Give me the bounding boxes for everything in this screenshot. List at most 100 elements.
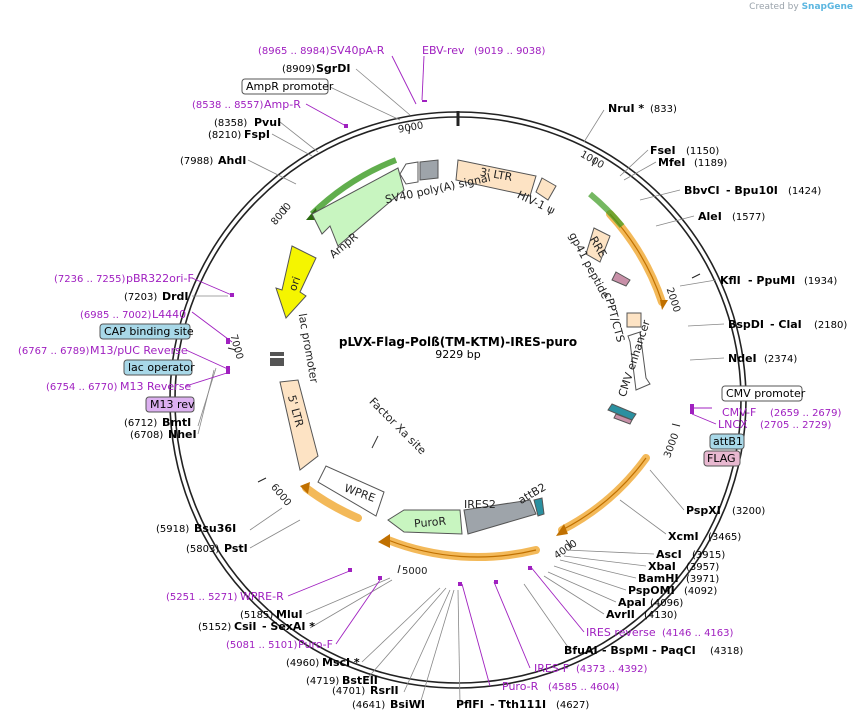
site-rsrii-name: RsrII (370, 684, 399, 697)
site-clai-name: - ClaI (770, 318, 802, 331)
primer-pbr322-range: (7236 .. 7255) (54, 274, 126, 285)
site-xcmi-name: XcmI (668, 530, 699, 543)
tick-6000: 6000 (268, 482, 293, 509)
site-kfli-pos: (1934) (804, 276, 837, 287)
site-mfei-pos: (1189) (694, 158, 727, 169)
label-ires2: IRES2 (464, 498, 496, 511)
feature-arcs (300, 157, 668, 561)
feature-ebv-block (419, 159, 439, 181)
site-ndei-name: NdeI (728, 352, 757, 365)
site-drdi-name: DrdI (162, 290, 189, 303)
primer-amp-r-range: (8538 .. 8557) (192, 100, 264, 111)
site-mlui-pos: (5185) (240, 610, 273, 621)
site-nhei-name: NheI (168, 428, 197, 441)
site-xbai-pos: (3957) (686, 562, 719, 573)
site-apai-name: ApaI (618, 596, 646, 609)
site-bspdi-name: BspDI (728, 318, 764, 331)
plasmid-title: pLVX-Flag-Polß(TM-KTM)-IRES-puro (339, 335, 577, 349)
box-cap-binding (99, 323, 191, 340)
label-m13-rev: M13 rev (150, 398, 195, 411)
site-pvui-name: PvuI (254, 116, 281, 129)
arc-green-ampr (309, 157, 398, 217)
site-bsu36i-name: Bsu36I (194, 522, 236, 535)
arc-green-upper-right (588, 191, 625, 228)
primer-m13rev-range: (6754 .. 6770) (46, 382, 118, 393)
site-apai-pos: (4096) (650, 598, 683, 609)
tick-8000: 8000 (269, 201, 294, 228)
snapgene-credit: Created by SnapGene (749, 2, 853, 12)
arc-orf-right-line (561, 457, 647, 531)
plasmid-size: 9229 bp (435, 348, 480, 361)
site-bsteii-pos: (4719) (306, 676, 339, 687)
label-3ltr: 3' LTR (479, 165, 514, 184)
feature-lac-block (270, 352, 284, 366)
site-kfli-name: KflI (720, 274, 741, 287)
primer-puro-r-range: (4585 .. 4604) (548, 682, 620, 693)
right-labels: NruI * (833) FseI (1150) MfeI (1189) Bbv… (502, 102, 847, 693)
primer-wpre-r-name: WPRE-R (240, 590, 284, 603)
site-csii-pos: (5152) (198, 622, 231, 633)
site-bspmi-name: - BspMI - PaqCI (602, 644, 696, 657)
site-ndei-pos: (2374) (764, 354, 797, 365)
primer-puro-f-name: Puro-F (298, 638, 333, 651)
site-pspomi-pos: (4092) (684, 586, 717, 597)
label-attb2: attB2 (516, 481, 548, 507)
feature-hiv-psi (535, 177, 557, 201)
leader-lines (192, 68, 725, 705)
label-puro: PuroR (414, 515, 447, 531)
primer-pbr322-name: pBR322ori-F (126, 272, 194, 285)
feature-flag-block (613, 413, 633, 425)
site-pflfi-name: PflFI (456, 698, 484, 711)
site-pflfi-pos: (4627) (556, 700, 589, 711)
arc-rre-arrowhead (660, 300, 668, 310)
feature-puror (387, 509, 463, 535)
feature-ori-arrow (275, 245, 317, 319)
site-bmti-pos: (6712) (124, 418, 157, 429)
site-bamhi-pos: (3971) (686, 574, 719, 585)
primer-ires-f-range: (4373 .. 4392) (576, 664, 648, 675)
feature-lac-stripe (270, 356, 284, 358)
site-mfei-name: MfeI (658, 156, 685, 169)
site-alei-name: AleI (698, 210, 722, 223)
tick-4000: 4000 (552, 538, 579, 562)
arc-wpre-arrowhead (300, 482, 310, 494)
label-lac-promoter: lac promoter (296, 312, 321, 384)
primer-markers (226, 100, 694, 586)
box-flag (703, 450, 741, 467)
tick-9000: 9000 (397, 120, 424, 135)
feature-cppt (626, 312, 642, 328)
feature-cmv-enhancer (627, 331, 651, 391)
tick-5000: 5000 (402, 566, 427, 577)
arc-rre-region (606, 210, 666, 306)
tick-2000-mark (691, 273, 701, 279)
tick-9000-mark (408, 125, 411, 135)
site-nrui-pos: (833) (650, 104, 677, 115)
site-xbai-name: XbaI (648, 560, 676, 573)
label-cap-binding: CAP binding site (104, 325, 194, 338)
primer-puro-f-range: (5081 .. 5101) (226, 640, 298, 651)
label-cppt: cPPT/CTS (601, 291, 627, 344)
site-asci-pos: (3915) (692, 550, 725, 561)
primer-ires-f-name: IRES-F (534, 662, 569, 675)
site-pvui-pos: (8358) (214, 118, 247, 129)
tick-5000-mark (397, 564, 401, 574)
site-bbvci-name: BbvCI (684, 184, 720, 197)
site-ppumi-name: - PpuMI (748, 274, 795, 287)
primer-ires-reverse-name: IRES reverse (586, 626, 656, 639)
site-ahdi-name: AhdI (218, 154, 246, 167)
site-msci-pos: (4960) (286, 658, 319, 669)
feature-3ltr (455, 159, 537, 197)
site-tth111i-name: - Tth111I (490, 698, 546, 711)
primer-amp-r-name: Amp-R (264, 98, 301, 111)
credit-brand: SnapGene (801, 2, 853, 12)
site-bamhi-name: BamHI (638, 572, 679, 585)
site-fspi-name: FspI (244, 128, 270, 141)
arc-orf-right-arrowhead (556, 524, 568, 536)
site-pspxi-name: PspXI (686, 504, 721, 517)
primer-lncx-range: (2705 .. 2729) (760, 420, 832, 431)
primer-m13puc-name: M13/pUC Reverse (90, 344, 188, 357)
feature-ires2 (463, 499, 537, 535)
tick-7000-mark (227, 347, 237, 351)
site-bbvci-pos: (1424) (788, 186, 821, 197)
